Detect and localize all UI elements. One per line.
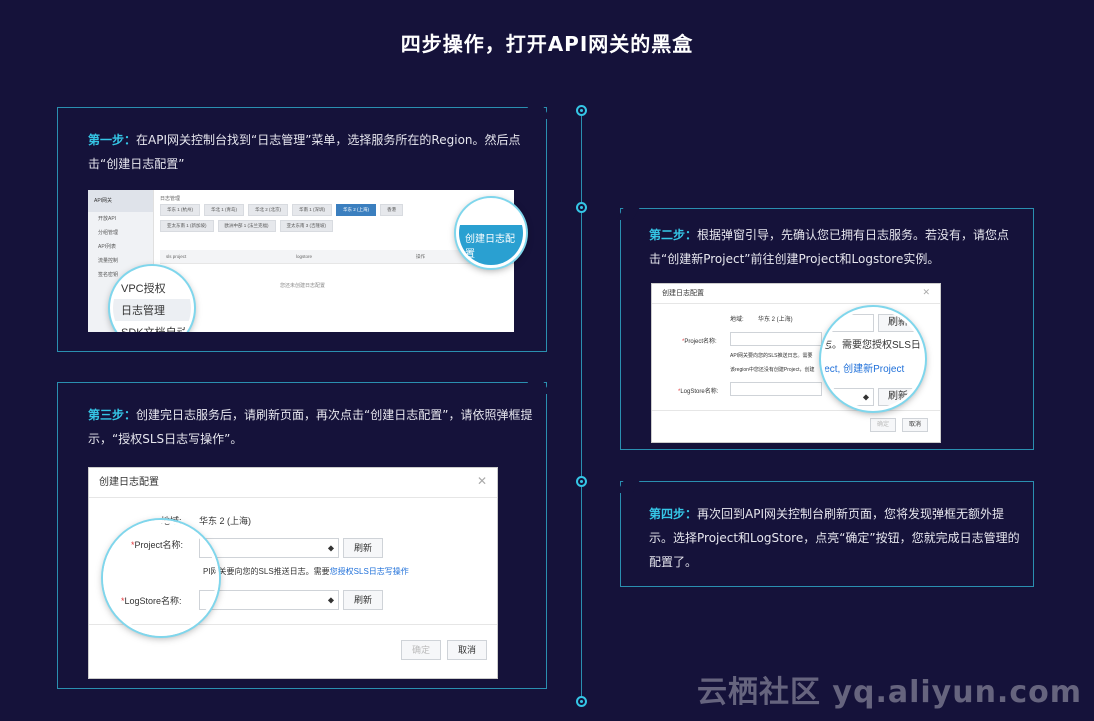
console-main: 日志管理 华东 1 (杭州) 华北 1 (青岛) 华北 2 (北京) 华南 1 … bbox=[160, 190, 514, 332]
step1-description: 第一步：在API网关控制台找到“日志管理”菜单，选择服务所在的Region。然后… bbox=[88, 128, 528, 176]
menu-item-vpc[interactable]: VPC授权 bbox=[121, 283, 166, 295]
region-tab[interactable]: 华南 1 (深圳) bbox=[292, 204, 332, 216]
menu-item-sdk[interactable]: SDK文档自动生 bbox=[113, 321, 191, 332]
refresh-button[interactable]: 刷新 bbox=[878, 388, 918, 406]
region-tab[interactable]: 华北 1 (青岛) bbox=[204, 204, 244, 216]
step4-label: 第四步： bbox=[649, 507, 698, 521]
region-value: 华东 2 (上海) bbox=[199, 516, 252, 526]
sidebar-item[interactable]: 签名密钥 bbox=[98, 272, 119, 278]
step2-description: 第二步：根据弹窗引导，先确认您已拥有日志服务。若没有，请您点击“创建新Proje… bbox=[649, 223, 1019, 271]
project-select[interactable] bbox=[730, 332, 822, 346]
step4-panel: 第四步：再次回到API网关控制台刷新页面，您将发现弹框无额外提示。选择Proje… bbox=[616, 481, 1034, 587]
step3-label: 第三步： bbox=[88, 408, 137, 422]
empty-table-note: 您还未创建日志配置 bbox=[280, 283, 326, 289]
region-tabs: 华东 1 (杭州) 华北 1 (青岛) 华北 2 (北京) 华南 1 (深圳) … bbox=[160, 204, 460, 232]
region-tab[interactable]: 亚太东南 1 (新加坡) bbox=[160, 220, 214, 232]
timeline-dot bbox=[576, 476, 587, 487]
watermark: 云栖社区 yq.aliyun.com bbox=[696, 675, 1082, 710]
step3-description: 第三步：创建完日志服务后，请刷新页面，再次点击“创建日志配置”，请依照弹框提示，… bbox=[88, 403, 538, 451]
project-select[interactable]: ◆ bbox=[199, 538, 339, 558]
button-magnifier: 创建日志配置 bbox=[456, 198, 526, 268]
cancel-button[interactable]: 取消 bbox=[902, 418, 928, 432]
logstore-select[interactable] bbox=[730, 382, 822, 396]
close-icon[interactable]: ✕ bbox=[922, 287, 930, 297]
dialog-title: 创建日志配置 bbox=[652, 284, 940, 304]
step1-text: 在API网关控制台找到“日志管理”菜单，选择服务所在的Region。然后点击“创… bbox=[88, 133, 521, 171]
step4-description: 第四步：再次回到API网关控制台刷新页面，您将发现弹框无额外提示。选择Proje… bbox=[649, 502, 1021, 574]
timeline-line bbox=[581, 110, 582, 700]
refresh-button[interactable]: 刷新 bbox=[343, 538, 383, 558]
refresh-button[interactable]: 刷新 bbox=[878, 314, 918, 332]
dialog-magnifier: 刷新 志。需要您授权SLS日 ject, 创建新Project ◆ 刷新 bbox=[821, 307, 925, 411]
column-header: sls project bbox=[166, 254, 187, 259]
logstore-select[interactable]: ◆ bbox=[199, 590, 339, 610]
auth-hint: PI网关要向您的SLS推送日志。需要您授权SLS日志写操作 bbox=[203, 567, 409, 576]
sidebar-item[interactable]: 分组管理 bbox=[98, 230, 119, 236]
table-header: sls project logstore 操作 bbox=[160, 250, 514, 264]
step3-panel: 第三步：创建完日志服务后，请刷新页面，再次点击“创建日志配置”，请依照弹框提示，… bbox=[57, 382, 551, 689]
column-header: 操作 bbox=[416, 254, 425, 259]
console-sidebar-title: API网关 bbox=[88, 190, 153, 212]
page-title: 四步操作，打开API网关的黑盒 bbox=[400, 32, 694, 56]
timeline-dot bbox=[576, 202, 587, 213]
project-select-zoomed[interactable] bbox=[824, 314, 874, 332]
create-log-config-button[interactable]: 创建日志配置 bbox=[459, 225, 523, 265]
logstore-label: *LogStore名称: bbox=[678, 389, 719, 395]
breadcrumb: 日志管理 bbox=[160, 196, 181, 202]
step3-text: 创建完日志服务后，请刷新页面，再次点击“创建日志配置”，请依照弹框提示，“授权S… bbox=[88, 408, 533, 446]
project-hint-2: 该region中您还没有创建Project，创建 bbox=[730, 367, 815, 373]
region-tab[interactable]: 华北 2 (北京) bbox=[248, 204, 288, 216]
step3-dialog-screenshot: 创建日志配置 ✕ 地域: 华东 2 (上海) *Project名称: ◆ 刷新 … bbox=[88, 467, 498, 679]
step1-panel: 第一步：在API网关控制台找到“日志管理”菜单，选择服务所在的Region。然后… bbox=[57, 107, 551, 352]
authorize-sls-link[interactable]: 您授权SLS日志写操作 bbox=[329, 567, 409, 576]
sidebar-item[interactable]: 开放API bbox=[98, 216, 117, 222]
create-project-link[interactable]: ject, 创建新Project bbox=[822, 364, 905, 375]
step1-console-screenshot: API网关 开放API 分组管理 API列表 流量控制 签名密钥 日志管理 华东… bbox=[88, 190, 514, 332]
close-icon[interactable]: ✕ bbox=[476, 474, 487, 488]
sidebar-item[interactable]: 流量控制 bbox=[98, 258, 119, 264]
menu-magnifier: VPC授权 日志管理 SDK文档自动生 bbox=[110, 266, 194, 332]
step1-label: 第一步： bbox=[88, 133, 137, 147]
region-value: 华东 2 (上海) bbox=[758, 317, 793, 323]
region-tab[interactable]: 香港 bbox=[380, 204, 403, 216]
logstore-select-zoomed[interactable]: ◆ bbox=[824, 388, 874, 406]
cancel-button[interactable]: 取消 bbox=[447, 640, 487, 660]
label-magnifier-ring bbox=[103, 520, 219, 636]
region-tab[interactable]: 亚太东南 3 (吉隆坡) bbox=[279, 220, 333, 232]
timeline-dot bbox=[576, 105, 587, 116]
region-tab[interactable]: 欧洲中部 1 (法兰克福) bbox=[217, 220, 276, 232]
column-header: logstore bbox=[296, 254, 313, 259]
menu-item-log-management[interactable]: 日志管理 bbox=[113, 299, 191, 321]
project-hint-1: API网关要向您的SLS推送日志。需要 bbox=[730, 353, 813, 359]
dialog-title: 创建日志配置 bbox=[89, 468, 497, 498]
region-label: 地域: bbox=[730, 317, 744, 323]
project-label: *Project名称: bbox=[682, 339, 717, 345]
auth-hint-zoomed: 志。需要您授权SLS日 bbox=[822, 340, 921, 351]
confirm-button[interactable]: 确定 bbox=[401, 640, 441, 660]
step2-panel: 第二步：根据弹窗引导，先确认您已拥有日志服务。若没有，请您点击“创建新Proje… bbox=[616, 208, 1034, 450]
step4-text: 再次回到API网关控制台刷新页面，您将发现弹框无额外提示。选择Project和L… bbox=[649, 507, 1020, 569]
region-tab[interactable]: 华东 1 (杭州) bbox=[160, 204, 200, 216]
timeline-dot bbox=[576, 696, 587, 707]
refresh-button[interactable]: 刷新 bbox=[343, 590, 383, 610]
step2-label: 第二步： bbox=[649, 228, 698, 242]
sidebar-item[interactable]: API列表 bbox=[98, 244, 117, 250]
confirm-button[interactable]: 确定 bbox=[870, 418, 896, 432]
region-tab-active[interactable]: 华东 2 (上海) bbox=[336, 204, 376, 216]
step2-text: 根据弹窗引导，先确认您已拥有日志服务。若没有，请您点击“创建新Project”前… bbox=[649, 228, 1010, 266]
